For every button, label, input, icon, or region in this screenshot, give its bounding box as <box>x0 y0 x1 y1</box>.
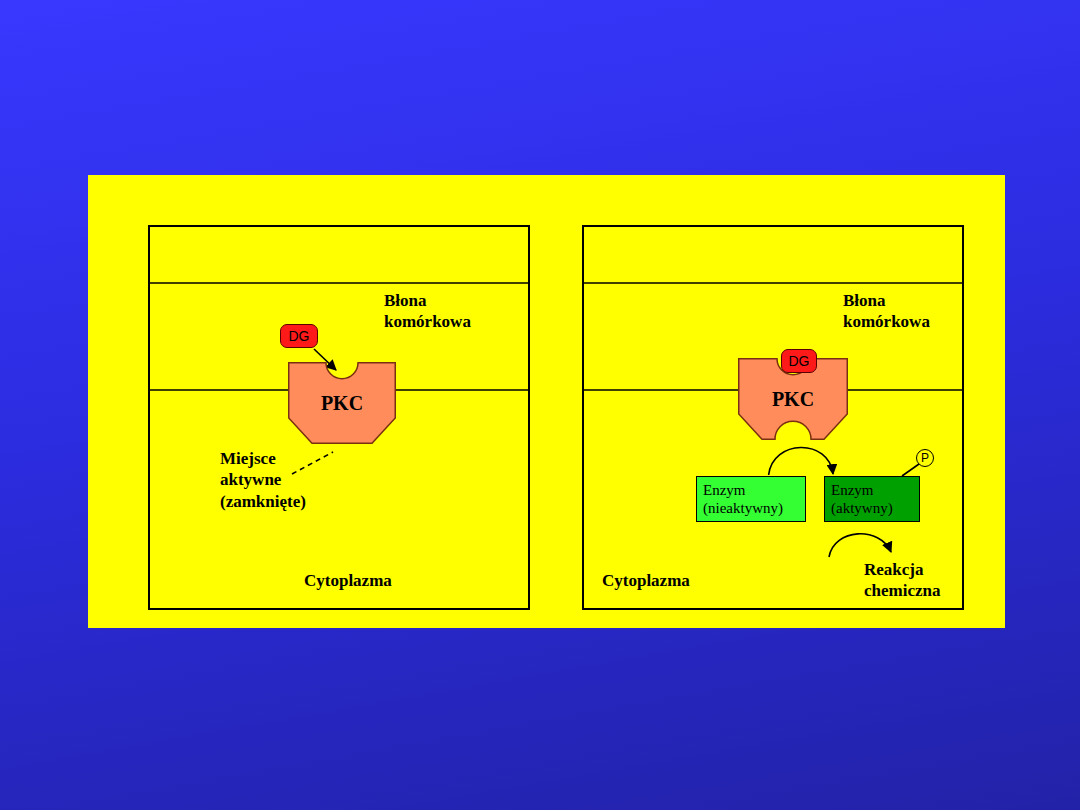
diacylglycerol-molecule: DG <box>280 324 318 348</box>
callout-label: Miejsce aktywne (zamknięte) <box>220 448 306 512</box>
node-text: DG <box>289 328 310 344</box>
enzyme-box: Enzym (nieaktywny) <box>696 476 806 522</box>
cell-panel: Błona komórkowaCytoplazma DG PKC Enzym (nie… <box>582 225 964 610</box>
phosphate-circle: P <box>916 449 934 467</box>
region-label: Błona komórkowa <box>843 290 930 333</box>
cell-panel: Błona komórkowaCytoplazma DG PKC <box>148 225 530 610</box>
node-text: PKC <box>321 392 363 415</box>
region-label: Cytoplazma <box>602 570 690 591</box>
connector-arrow <box>769 447 833 475</box>
callout-label: Reakcja chemiczna <box>864 559 940 602</box>
connector-arrow <box>902 464 919 476</box>
diacylglycerol-molecule: DG <box>781 349 817 373</box>
leader-line <box>292 452 333 474</box>
region-label: Cytoplazma <box>304 570 392 591</box>
node-text: PKC <box>772 388 814 411</box>
reaction-arrow <box>829 534 891 557</box>
enzyme-box: Enzym (aktywny) <box>824 476 920 522</box>
node-text: Enzym (aktywny) <box>831 481 893 517</box>
membrane-line <box>582 282 964 284</box>
membrane-line <box>148 282 530 284</box>
protein-kinase-c: PKC <box>288 362 396 444</box>
yellow-panel <box>88 175 1005 628</box>
node-text: Enzym (nieaktywny) <box>703 481 783 517</box>
protein-kinase-c-outline <box>739 359 848 440</box>
protein-kinase-c-outline <box>289 363 396 444</box>
node-text: DG <box>789 353 810 369</box>
region-label: Błona komórkowa <box>384 290 471 333</box>
node-text: P <box>921 452 929 464</box>
